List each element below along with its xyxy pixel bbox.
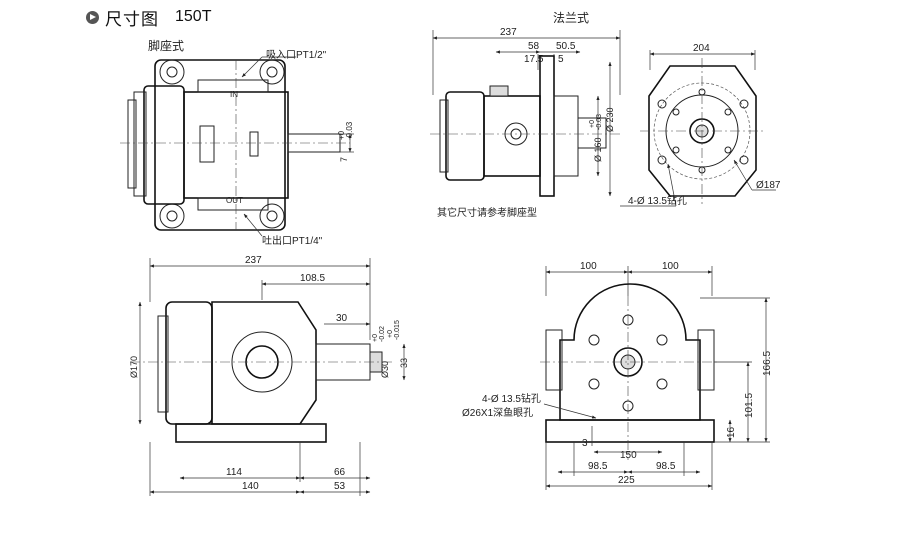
flange-dim-58: 58: [528, 41, 540, 52]
port-in-label: IN: [230, 90, 238, 99]
side-dim-66: 66: [334, 467, 346, 478]
end-counterbore: Ø26X1深鱼眼孔: [462, 406, 533, 419]
end-dim-225: 225: [618, 475, 635, 486]
pilot-tol-lower: -0.03: [596, 114, 603, 130]
shaft-tol-2-upper: +0: [387, 330, 394, 338]
side-end-cover: [165, 301, 213, 425]
shaft-tol-1-upper: +0: [372, 334, 379, 342]
end-dim-98-5-right: 98.5: [656, 461, 676, 472]
flange-end-pcd: Ø187: [756, 180, 781, 191]
flange-diameter: Ø 230: [605, 107, 615, 132]
side-shaft-key: 33: [399, 358, 409, 368]
flange-shaft: [577, 117, 607, 149]
outlet-callout: 吐出口PT1/4": [262, 234, 323, 247]
foot-plate: [154, 59, 286, 231]
side-dim-108-5: 108.5: [300, 273, 325, 284]
flange-view: 法兰式 237 58 50.5 17.5 5 +0 -0.03 Ø 160 Ø …: [430, 11, 621, 219]
side-dim-overall: 237: [245, 255, 262, 266]
side-dim-140: 140: [242, 481, 259, 492]
end-dim-98-5-left: 98.5: [588, 461, 608, 472]
flange-pump-body: [483, 95, 541, 177]
side-shaft-dia: Ø30: [380, 361, 390, 378]
side-height-dia: Ø170: [129, 356, 139, 378]
end-dim-3: 3: [582, 438, 588, 449]
pilot-diameter: Ø 160: [593, 137, 603, 162]
model-number: 150T: [175, 8, 212, 25]
end-dim-100-right: 100: [662, 261, 679, 272]
end-cover: [143, 85, 185, 205]
end-dim-166-5: 166.5: [762, 351, 773, 376]
foot-mount-label: 脚座式: [148, 38, 184, 53]
side-dim-30: 30: [336, 313, 348, 324]
shaft-key-tol-upper: +0: [337, 130, 346, 140]
flange-label: 法兰式: [553, 11, 589, 25]
end-dim-16: 16: [726, 426, 737, 438]
end-holes: 4-Ø 13.5钻孔: [482, 392, 541, 405]
end-dim-100-left: 100: [580, 261, 597, 272]
drawing-header: 尺寸图 150T: [86, 4, 211, 30]
mounting-flange: [539, 55, 555, 197]
end-body-outline: [559, 283, 701, 421]
port-out-label: OUT: [226, 196, 243, 205]
mount-hole-tr: [259, 59, 285, 85]
end-view: 100 100 166.5 101.5 16 4-Ø 13.5钻孔 Ø26X1深…: [462, 261, 773, 490]
side-view: 237 108.5 30 Ø170 +0 -0.02 +0 -0.015 Ø30…: [129, 255, 409, 496]
bullet-icon: [86, 10, 99, 24]
flange-dim-overall: 237: [500, 27, 517, 38]
end-dim-150: 150: [620, 450, 637, 461]
side-dim-114: 114: [226, 467, 242, 478]
mount-hole-bl: [159, 203, 185, 229]
side-foot: [175, 423, 327, 443]
side-dim-53: 53: [334, 481, 346, 492]
shaft-tol-2-lower: -0.015: [394, 320, 401, 340]
end-dim-101-5: 101.5: [744, 393, 755, 418]
flange-end-holes: 4-Ø 13.5钻孔: [628, 194, 687, 207]
shaft-tol-1-lower: -0.02: [379, 326, 386, 342]
flange-dim-5: 5: [558, 54, 564, 65]
drawing-title: 尺寸图: [105, 9, 159, 30]
end-base: [545, 419, 715, 443]
mount-hole-br: [259, 203, 285, 229]
flange-end-outline: [648, 65, 757, 197]
foot-mount-view: 脚座式 IN OUT 吸入口PT1/2" 吐出口PT1/4": [120, 38, 354, 247]
inlet-callout: 吸入口PT1/2": [266, 50, 327, 61]
flange-dim-50-5: 50.5: [556, 41, 576, 52]
flange-note: 其它尺寸请参考脚座型: [437, 206, 537, 219]
flange-dim-17-5: 17.5: [524, 54, 544, 65]
pilot-tol-upper: +0: [589, 120, 596, 128]
shaft-key-tol-lower: -0.03: [345, 121, 354, 140]
shaft-key-dim: 7: [339, 157, 349, 162]
flange-end-view: 204 4-Ø 13.5钻孔 Ø187: [620, 43, 781, 207]
flange-end-width: 204: [693, 43, 710, 54]
mount-hole-tl: [159, 59, 185, 85]
side-pump-body: [211, 301, 317, 425]
